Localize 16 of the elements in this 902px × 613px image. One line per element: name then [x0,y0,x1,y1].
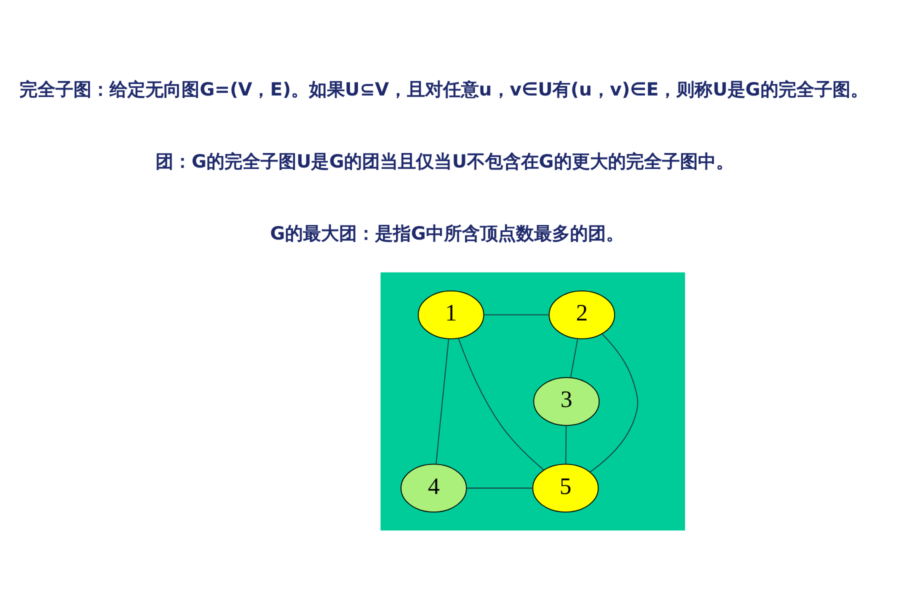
connector [570,338,578,378]
connector [565,425,567,465]
cluster [380,272,686,531]
connector [436,338,450,465]
label: 完全子图：给定无向图G=(V，E)。如果U⊆V，且对任意u，v∈U有(u，v)∈E，则称U是G的完全子图。 [20,80,868,101]
node-ellipse: 5 [532,464,599,513]
label: G的最大团：是指G中所含顶点数最多的团。 [270,223,624,244]
connector [483,314,550,316]
node-ellipse: 2 [548,290,616,340]
node-ellipse: 3 [533,377,600,426]
label: 团：G的完全子图U是G的团当且仅当U不包含在G的更大的完全子图中。 [156,151,734,172]
connector [458,338,544,470]
connector [590,333,638,473]
node-ellipse: 1 [418,290,484,340]
connector [466,488,534,489]
node-ellipse: 4 [400,464,467,513]
